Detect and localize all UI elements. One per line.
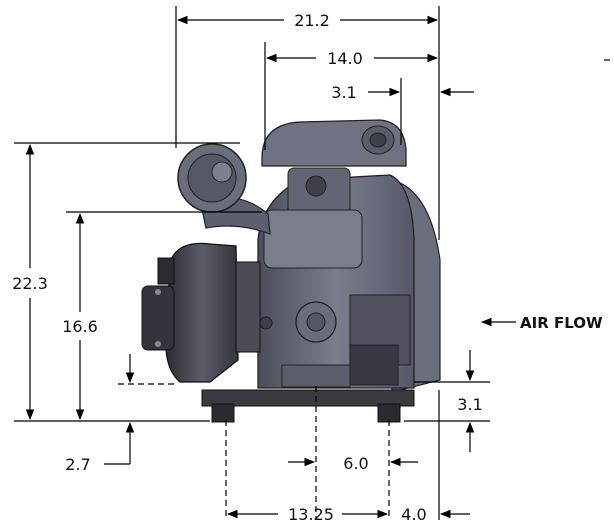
dim-rear-offset: 4.0 xyxy=(401,505,426,524)
mount-foot-left xyxy=(211,403,235,423)
base-plate xyxy=(201,389,415,407)
dim-inlet-offset: 2.7 xyxy=(65,455,90,474)
dim-overall-width: 21.2 xyxy=(294,11,330,30)
air-flow-label: AIR FLOW xyxy=(520,314,603,332)
carb-port xyxy=(305,175,327,197)
pump-engine-illustration xyxy=(141,119,441,423)
air-cleaner-cap xyxy=(211,161,233,183)
crank-hub xyxy=(306,312,326,332)
fuel-cap-center xyxy=(369,132,387,148)
flange-bolt-2 xyxy=(155,341,161,347)
pump-adapter xyxy=(235,261,261,353)
engine-cover xyxy=(263,209,363,269)
pump-volute xyxy=(165,242,239,383)
dim-inlet-height: 16.6 xyxy=(62,317,98,336)
bolt-left xyxy=(259,316,273,330)
pump-fitting xyxy=(157,257,175,285)
dim-top-offset: 3.1 xyxy=(331,83,356,102)
dim-engine-width: 14.0 xyxy=(327,49,363,68)
dim-overall-height: 22.3 xyxy=(12,274,48,293)
pump-inlet-flange xyxy=(141,285,175,351)
flange-bolt-1 xyxy=(155,289,161,295)
engine-foot xyxy=(281,364,351,388)
dim-mount-spacing: 6.0 xyxy=(343,454,368,473)
dim-base-length: 13.25 xyxy=(288,505,334,524)
dim-base-height: 3.1 xyxy=(457,395,482,414)
mount-foot-right xyxy=(377,403,401,423)
exhaust-box xyxy=(349,344,399,386)
dimension-lines: 21.2 14.0 3.1 22.3 16.6 2.7 3. xyxy=(12,6,610,524)
